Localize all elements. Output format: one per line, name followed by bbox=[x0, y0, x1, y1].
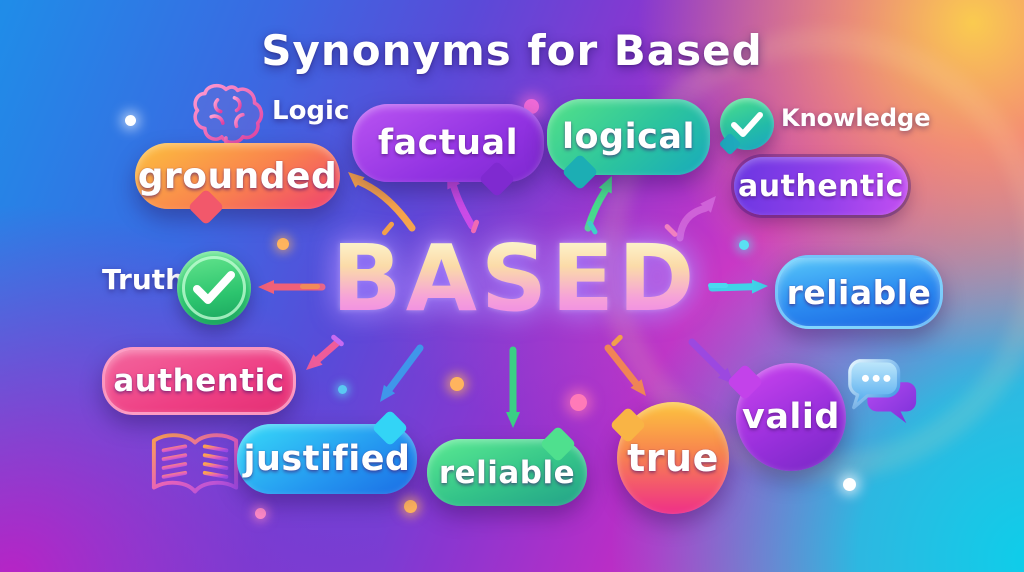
glow-dot bbox=[338, 385, 347, 394]
synonym-bubble-logical: logical bbox=[547, 99, 710, 175]
synonym-label: valid bbox=[742, 397, 840, 437]
synonym-bubble-authentic-top-right: authentic bbox=[734, 157, 908, 215]
book-icon bbox=[148, 426, 242, 510]
center-word: BASED bbox=[298, 233, 732, 325]
synonym-bubble-reliable-bottom: reliable bbox=[427, 439, 587, 506]
synonym-label: authentic bbox=[113, 363, 285, 399]
label-truth: Truth bbox=[102, 263, 186, 296]
page-title: Synonyms for Based bbox=[261, 26, 763, 75]
synonym-bubble-grounded: grounded bbox=[135, 143, 340, 209]
glow-dot bbox=[843, 478, 856, 491]
arrow-to-justified bbox=[380, 344, 424, 402]
glow-dot bbox=[255, 508, 266, 519]
glow-dot bbox=[404, 500, 417, 513]
glow-dot bbox=[277, 238, 289, 250]
synonym-label: true bbox=[627, 436, 719, 480]
synonym-bubble-reliable-right: reliable bbox=[775, 255, 943, 329]
synonym-label: grounded bbox=[137, 155, 338, 197]
synonym-label: authentic bbox=[738, 168, 904, 204]
synonym-bubble-justified: justified bbox=[237, 424, 417, 494]
arrow-to-authentic-left bbox=[306, 338, 342, 370]
chat-bubbles-icon bbox=[844, 356, 922, 428]
synonym-label: logical bbox=[562, 117, 695, 157]
confetti-dash bbox=[300, 284, 320, 289]
confetti-dash bbox=[330, 333, 345, 348]
synonym-label: reliable bbox=[786, 272, 932, 312]
confetti-dash bbox=[708, 283, 728, 288]
glow-dot bbox=[739, 240, 749, 250]
glow-dot bbox=[125, 115, 136, 126]
check-circle-icon bbox=[177, 251, 251, 325]
synonym-bubble-factual: factual bbox=[352, 104, 544, 182]
arrow-to-reliable-bottom bbox=[506, 346, 520, 428]
check-bubble-icon bbox=[720, 98, 774, 150]
label-logic: Logic bbox=[272, 96, 350, 126]
glow-dot bbox=[450, 377, 464, 391]
synonym-bubble-true: true bbox=[617, 402, 729, 514]
synonym-bubble-valid: valid bbox=[736, 363, 846, 471]
synonym-label: justified bbox=[243, 439, 411, 479]
synonym-label: factual bbox=[377, 123, 519, 163]
synonym-bubble-authentic-left: authentic bbox=[102, 347, 296, 415]
label-knowledge: Knowledge bbox=[781, 104, 931, 132]
chat-bubble-front bbox=[848, 359, 901, 410]
glow-dot bbox=[570, 394, 587, 411]
synonym-label: reliable bbox=[438, 454, 576, 491]
